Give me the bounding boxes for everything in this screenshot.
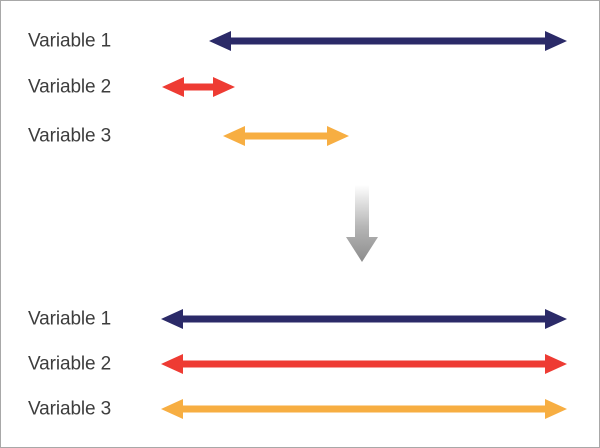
after-arrow-variable-1 bbox=[161, 309, 567, 329]
after-label-variable-2: Variable 2 bbox=[28, 353, 112, 375]
after-arrow-variable-3 bbox=[161, 399, 567, 419]
down-arrow-icon bbox=[346, 185, 378, 262]
before-label-variable-3: Variable 3 bbox=[28, 125, 112, 147]
before-arrow-variable-3 bbox=[223, 126, 349, 146]
after-label-variable-3: Variable 3 bbox=[28, 398, 112, 420]
before-label-variable-2: Variable 2 bbox=[28, 76, 112, 98]
after-arrow-variable-2 bbox=[161, 354, 567, 374]
after-label-variable-1: Variable 1 bbox=[28, 308, 112, 330]
before-arrow-variable-1 bbox=[209, 31, 567, 51]
before-arrow-variable-2 bbox=[162, 77, 235, 97]
before-label-variable-1: Variable 1 bbox=[28, 30, 112, 52]
transition-down-arrow bbox=[346, 185, 378, 267]
